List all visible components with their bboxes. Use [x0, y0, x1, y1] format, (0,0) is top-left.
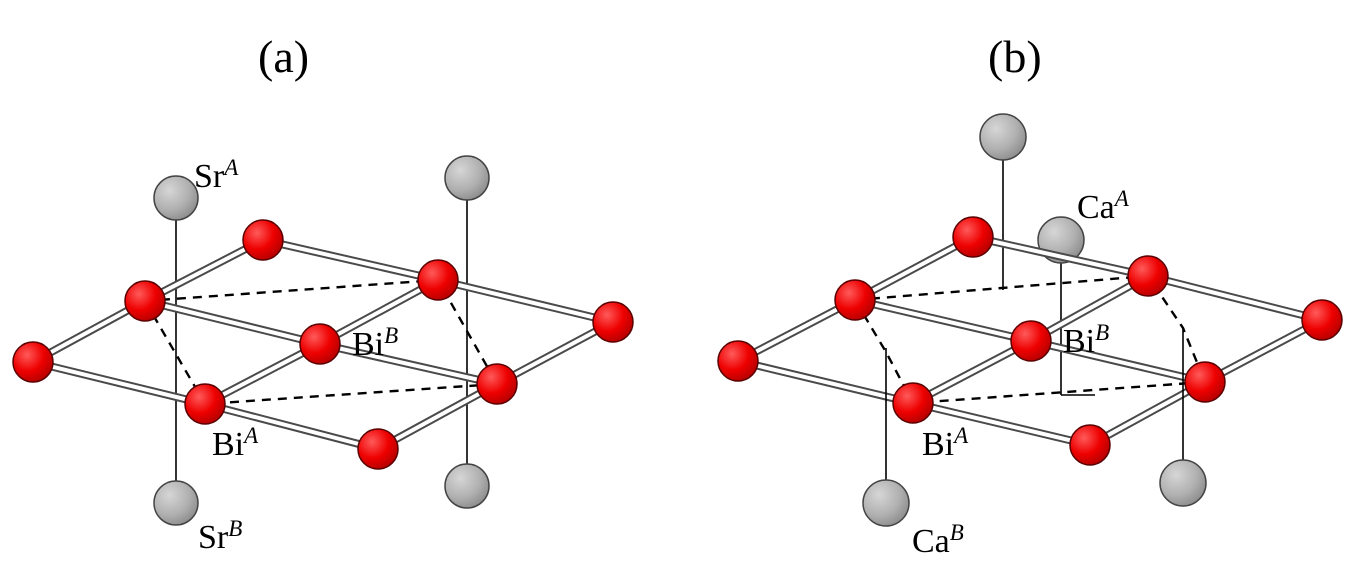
ca-b-label: CaB	[912, 520, 964, 560]
sr-atom-lower-right	[444, 463, 490, 509]
sr-b-atom	[153, 480, 199, 526]
bi-b-label: BiB	[1063, 320, 1109, 360]
bi-a-atom	[892, 382, 934, 424]
bi-atom	[242, 219, 284, 261]
bi-atom	[1069, 424, 1111, 466]
dashed-cell-a	[142, 278, 499, 406]
bi-atom	[357, 428, 399, 470]
ca-a-label: CaA	[1077, 186, 1130, 226]
bi-atom	[476, 363, 518, 405]
sr-b-label: SrB	[198, 516, 242, 556]
panel-b-label: (b)	[988, 31, 1042, 82]
bi-a-atom	[184, 383, 226, 425]
panel-a-label: (a)	[258, 31, 309, 82]
panel-a: (a)	[12, 31, 634, 556]
ca-b-atom	[862, 479, 910, 527]
bi-a-label: BiA	[212, 423, 259, 463]
ca-atom-top	[979, 113, 1027, 161]
sr-a-atom	[153, 175, 199, 221]
bi-atom	[1127, 255, 1169, 297]
bi-atom	[1184, 361, 1226, 403]
bi-atom	[1301, 299, 1343, 341]
bi-atom	[124, 280, 166, 322]
bi-atom	[12, 341, 54, 383]
bi-atom	[834, 279, 876, 321]
bi-a-label: BiA	[922, 423, 969, 463]
bi-b-atom	[299, 323, 341, 365]
bi-b-label: BiB	[352, 323, 398, 363]
bi-b-atom	[1010, 320, 1052, 362]
bi-atom	[952, 216, 994, 258]
bi-atom	[717, 340, 759, 382]
bi-atom	[417, 259, 459, 301]
ca-atom-lower-right	[1159, 459, 1207, 507]
sr-atom-upper-right	[444, 155, 490, 201]
sr-a-label: SrA	[194, 155, 239, 195]
panel-b: (b)	[717, 31, 1343, 560]
bi-atom	[592, 301, 634, 343]
